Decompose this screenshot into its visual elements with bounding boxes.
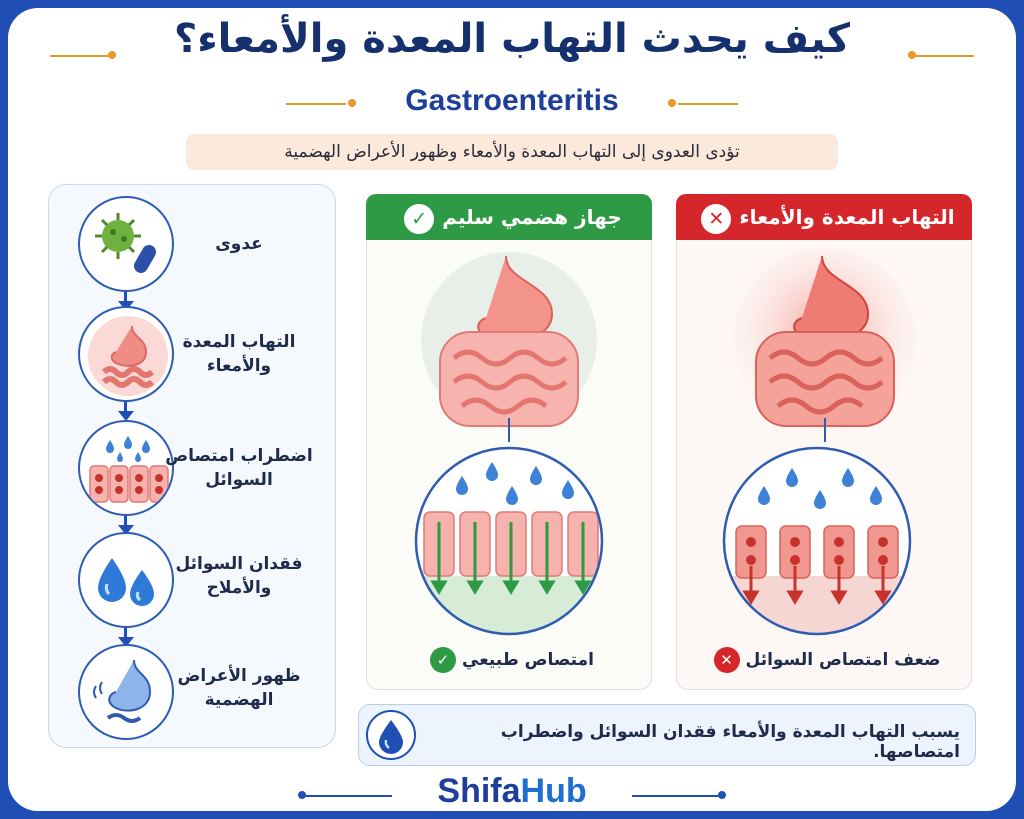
flow-arrow-3 xyxy=(118,525,134,535)
cells-droplets-icon xyxy=(78,420,174,516)
inflamed-result: ضعف امتصاص السوائل✕ xyxy=(686,646,962,674)
inflamed-absorption-magnifier xyxy=(720,446,914,636)
title-left-line xyxy=(50,55,110,57)
flow-step-3-label: اضطراب امتصاص السوائل xyxy=(165,446,313,490)
water-drop-icon xyxy=(366,710,416,760)
flow-arrow-3-stem xyxy=(124,516,127,530)
brand-left-line xyxy=(302,795,392,797)
note-box xyxy=(358,704,976,766)
stomach-symptoms-icon xyxy=(78,644,174,740)
x-badge-icon: ✕ xyxy=(713,647,740,673)
title-right-line xyxy=(914,55,974,57)
title-left-dot xyxy=(108,51,116,59)
page-title: كيف يحدث التهاب المعدة والأمعاء؟ xyxy=(174,16,850,62)
subtitle-en-left-dot xyxy=(348,99,356,107)
flow-step-5-label: ظهور الأعراض الهضمية xyxy=(177,666,301,710)
flow-step-2-label: التهاب المعدة والأمعاء xyxy=(182,332,296,376)
brand-right-line xyxy=(632,795,722,797)
flow-step-4-label: فقدان السوائل والأملاح xyxy=(175,554,303,598)
healthy-absorption-magnifier xyxy=(412,446,606,636)
healthy-panel-header: جهاز هضمي سليم ✓ xyxy=(366,194,652,240)
flow-arrow-2 xyxy=(118,411,134,421)
english-title: Gastroenteritis xyxy=(405,84,619,117)
flow-arrow-4-stem xyxy=(124,628,127,642)
flow-arrow-1-stem xyxy=(124,292,127,306)
check-badge-icon: ✓ xyxy=(430,647,457,673)
check-icon: ✓ xyxy=(404,203,435,234)
inflamed-panel-header: التهاب المعدة والأمعاء ✕ xyxy=(676,194,972,240)
healthy-panel-title: جهاز هضمي سليم xyxy=(442,205,622,229)
x-icon: ✕ xyxy=(701,203,732,234)
subtitle-en-right-line xyxy=(678,103,738,105)
inflamed-panel-title: التهاب المعدة والأمعاء xyxy=(739,205,955,229)
healthy-digestive-illustration xyxy=(382,248,636,444)
brand-part-1: Shifa xyxy=(437,772,521,810)
brand-part-2: Hub xyxy=(520,772,587,810)
water-drops-icon xyxy=(78,532,174,628)
title-right-dot xyxy=(908,51,916,59)
virus-bacteria-icon xyxy=(78,196,174,292)
subtitle-banner: تؤدى العدوى إلى التهاب المعدة والأمعاء و… xyxy=(186,134,838,170)
brand-logo: ShifaHub xyxy=(412,772,612,814)
inflamed-digestive-illustration xyxy=(694,248,956,444)
brand-left-dot xyxy=(298,791,306,799)
healthy-result-label: امتصاص طبيعي xyxy=(462,650,594,670)
inflamed-result-label: ضعف امتصاص السوائل xyxy=(745,650,941,670)
flow-step-1-label: عدوى xyxy=(215,234,263,254)
inflamed-stomach-icon xyxy=(78,306,174,402)
subtitle-en-right-dot xyxy=(668,99,676,107)
flow-arrow-4 xyxy=(118,637,134,647)
flow-arrow-2-stem xyxy=(124,402,127,416)
healthy-result: امتصاص طبيعي✓ xyxy=(376,646,642,674)
subtitle-en-left-line xyxy=(286,103,346,105)
brand-right-dot xyxy=(718,791,726,799)
note-text: يسبب التهاب المعدة والأمعاء فقدان السوائ… xyxy=(500,722,960,762)
